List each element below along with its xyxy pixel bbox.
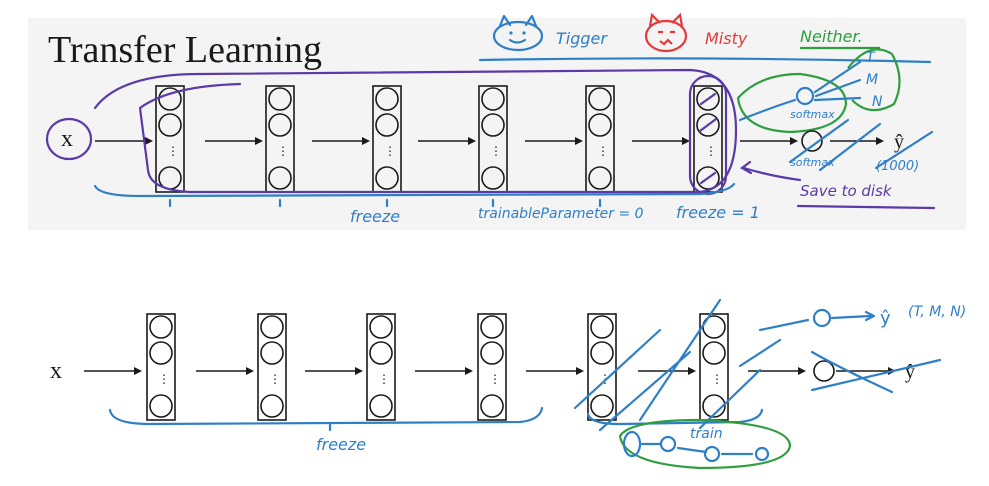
bottom-layer-5-crossed: ⋮	[587, 313, 617, 421]
svg-text:⋮: ⋮	[269, 372, 281, 386]
frozen-layers-enclosure	[93, 68, 738, 194]
new-softmax-node	[795, 86, 815, 106]
trainable-underbrace	[586, 408, 764, 426]
svg-text:⋮: ⋮	[158, 372, 170, 386]
bottom-freeze-label: freeze	[316, 435, 366, 454]
bottom-input-x: x	[50, 358, 62, 384]
softmax-label-old: softmax	[790, 156, 835, 169]
class-label-neither: Neither.	[800, 27, 863, 46]
new-output-classes: (T, M, N)	[908, 304, 966, 320]
new-softmax-enclosure	[736, 72, 848, 134]
softmax-label-new: softmax	[790, 108, 835, 121]
output-classes-enclosure	[847, 48, 901, 112]
top-layer-1: ⋮	[155, 85, 185, 193]
bottom-y-hat: ŷ	[905, 361, 915, 383]
bottom-freeze-underbrace	[108, 406, 544, 426]
train-label: train	[690, 426, 723, 442]
train-enclosure	[618, 418, 792, 470]
svg-text:⋮: ⋮	[490, 144, 502, 158]
class-underline	[478, 57, 932, 64]
top-freeze-label: freeze	[350, 207, 400, 226]
new-y-hat: ŷ	[880, 308, 891, 329]
class-label-tigger: Tigger	[556, 29, 608, 48]
retrain-layers-strikethrough	[573, 298, 782, 432]
output-size-1000: (1000)	[876, 159, 919, 174]
bottom-network: x ⋮ ⋮ ⋮	[50, 298, 966, 470]
bottom-layer-3: ⋮	[366, 313, 396, 421]
tigger-cat-icon	[492, 14, 544, 52]
svg-text:⋮: ⋮	[711, 372, 723, 386]
save-to-disk-label: Save to disk	[800, 182, 893, 200]
bottom-layer-1: ⋮	[146, 313, 176, 421]
train-mini-network	[622, 430, 770, 463]
top-arrows	[95, 137, 884, 145]
new-output-node	[812, 308, 832, 328]
input-circle-annotation	[45, 117, 93, 161]
bottom-arrows	[84, 367, 896, 375]
svg-text:⋮: ⋮	[167, 144, 179, 158]
svg-text:⋮: ⋮	[384, 144, 396, 158]
svg-text:⋮: ⋮	[705, 144, 717, 158]
save-to-disk-arrow	[742, 166, 802, 182]
top-network: x ⋮ ⋮ ⋮	[45, 48, 936, 226]
softmax-output-arrows	[813, 60, 862, 102]
output-class-n: N	[872, 94, 883, 110]
top-input-x: x	[61, 126, 73, 152]
output-class-m: M	[866, 72, 878, 88]
svg-text:⋮: ⋮	[489, 372, 501, 386]
svg-text:⋮: ⋮	[277, 144, 289, 158]
bottom-layer-4: ⋮	[477, 313, 507, 421]
original-output-strikethrough	[788, 118, 934, 172]
original-softmax-node	[801, 130, 823, 152]
slide-title: Transfer Learning	[48, 29, 322, 71]
bottom-output-node	[813, 360, 835, 382]
top-y-hat: ŷ	[894, 131, 904, 153]
bottom-output-strikethrough	[810, 350, 942, 394]
misty-cat-icon	[644, 12, 688, 53]
bottom-layer-2: ⋮	[257, 313, 287, 421]
output-class-t: T	[866, 50, 876, 66]
top-layer-6-hatched: ⋮	[688, 74, 728, 196]
class-legend: Tigger Misty Neither.	[478, 12, 932, 64]
freeze-underbrace	[93, 182, 736, 198]
class-label-misty: Misty	[705, 29, 748, 48]
trainable-parameter-label: trainableParameter = 0	[478, 206, 644, 222]
svg-text:⋮: ⋮	[597, 144, 609, 158]
freeze-equals-label: freeze = 1	[676, 203, 760, 222]
svg-text:⋮: ⋮	[378, 372, 390, 386]
